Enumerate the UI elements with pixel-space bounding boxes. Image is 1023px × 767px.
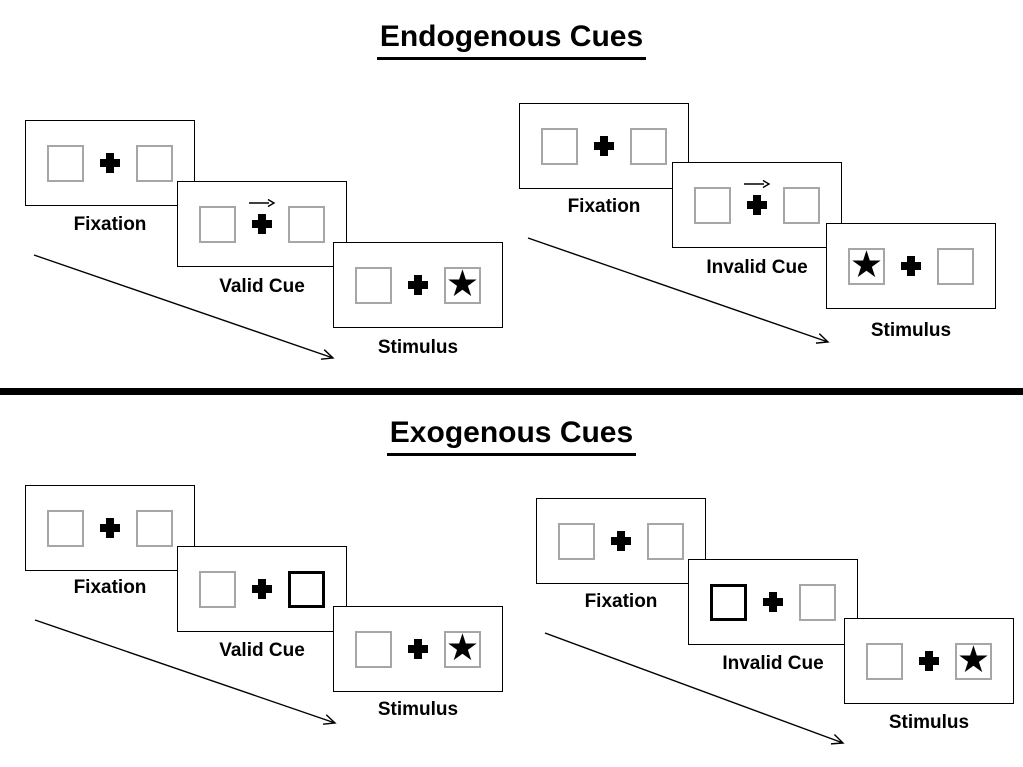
fixation-cross — [611, 531, 631, 551]
section-divider — [0, 388, 1023, 395]
star-icon: ★ — [445, 626, 480, 669]
cue-panel — [672, 162, 842, 248]
left-box — [47, 144, 84, 182]
fixation-panel — [536, 498, 706, 584]
plus-icon — [252, 214, 272, 234]
stimulus-panel: ★ — [844, 618, 1014, 704]
left-box — [541, 127, 578, 165]
cue-panel — [177, 546, 347, 632]
plus-icon — [252, 579, 272, 599]
right-box — [937, 247, 974, 285]
panel-label: Stimulus — [377, 699, 459, 720]
fixation-panel — [25, 485, 195, 571]
section-title-text: Endogenous Cues — [376, 20, 647, 60]
panel-label: Fixation — [567, 196, 641, 217]
panel-label: Invalid Cue — [706, 257, 808, 278]
sequence-arrow-icon — [34, 619, 337, 725]
stimulus-panel: ★ — [826, 223, 996, 309]
sequence-arrow-icon — [33, 254, 335, 360]
highlighted-box — [288, 570, 325, 608]
right-arrow-icon — [249, 198, 276, 208]
cue-panel — [688, 559, 858, 645]
panel-label: Valid Cue — [219, 276, 305, 297]
plus-icon — [408, 639, 428, 659]
panel-label: Valid Cue — [219, 640, 305, 661]
plus-icon — [408, 275, 428, 295]
left-box — [199, 570, 236, 608]
right-box — [288, 205, 325, 243]
right-box — [136, 144, 173, 182]
fixation-cross — [100, 518, 120, 538]
plus-icon — [611, 531, 631, 551]
section-title-text: Exogenous Cues — [386, 416, 637, 456]
panel-label: Stimulus — [888, 712, 970, 733]
right-box — [783, 186, 820, 224]
plus-icon — [100, 153, 120, 173]
right-box — [630, 127, 667, 165]
star-box: ★ — [955, 638, 992, 681]
plus-icon — [747, 195, 767, 215]
left-box — [694, 186, 731, 224]
star-icon: ★ — [445, 262, 480, 305]
fixation-panel — [25, 120, 195, 206]
star-icon: ★ — [956, 638, 991, 681]
plus-icon — [763, 592, 783, 612]
fixation-cross — [744, 179, 771, 215]
panel-label: Stimulus — [870, 320, 952, 341]
fixation-cross — [249, 198, 276, 234]
right-box — [136, 509, 173, 547]
section-title-endogenous: Endogenous Cues — [0, 20, 1023, 60]
left-box — [355, 630, 392, 668]
left-box — [866, 642, 903, 680]
panel-label: Invalid Cue — [722, 653, 824, 674]
star-box: ★ — [444, 262, 481, 305]
fixation-cross — [901, 256, 921, 276]
left-box — [47, 509, 84, 547]
fixation-cross — [100, 153, 120, 173]
panel-label: Fixation — [73, 214, 147, 235]
plus-icon — [901, 256, 921, 276]
highlighted-box — [710, 583, 747, 621]
fixation-cross — [919, 651, 939, 671]
star-box: ★ — [444, 626, 481, 669]
fixation-panel — [519, 103, 689, 189]
right-arrow-icon — [744, 179, 771, 189]
panel-label: Stimulus — [377, 337, 459, 358]
fixation-cross — [763, 592, 783, 612]
plus-icon — [100, 518, 120, 538]
panel-label: Fixation — [584, 591, 658, 612]
fixation-cross — [408, 275, 428, 295]
star-icon: ★ — [849, 243, 884, 286]
fixation-cross — [594, 136, 614, 156]
sequence-arrow-icon — [544, 632, 845, 745]
left-box — [558, 522, 595, 560]
section-title-exogenous: Exogenous Cues — [0, 416, 1023, 456]
right-box — [647, 522, 684, 560]
left-box — [355, 266, 392, 304]
stimulus-panel: ★ — [333, 242, 503, 328]
stimulus-panel: ★ — [333, 606, 503, 692]
fixation-cross — [408, 639, 428, 659]
panel-label: Fixation — [73, 577, 147, 598]
sequence-arrow-icon — [527, 237, 830, 344]
fixation-cross — [252, 579, 272, 599]
plus-icon — [594, 136, 614, 156]
cue-panel — [177, 181, 347, 267]
left-box — [199, 205, 236, 243]
star-box: ★ — [848, 243, 885, 286]
plus-icon — [919, 651, 939, 671]
right-box — [799, 583, 836, 621]
